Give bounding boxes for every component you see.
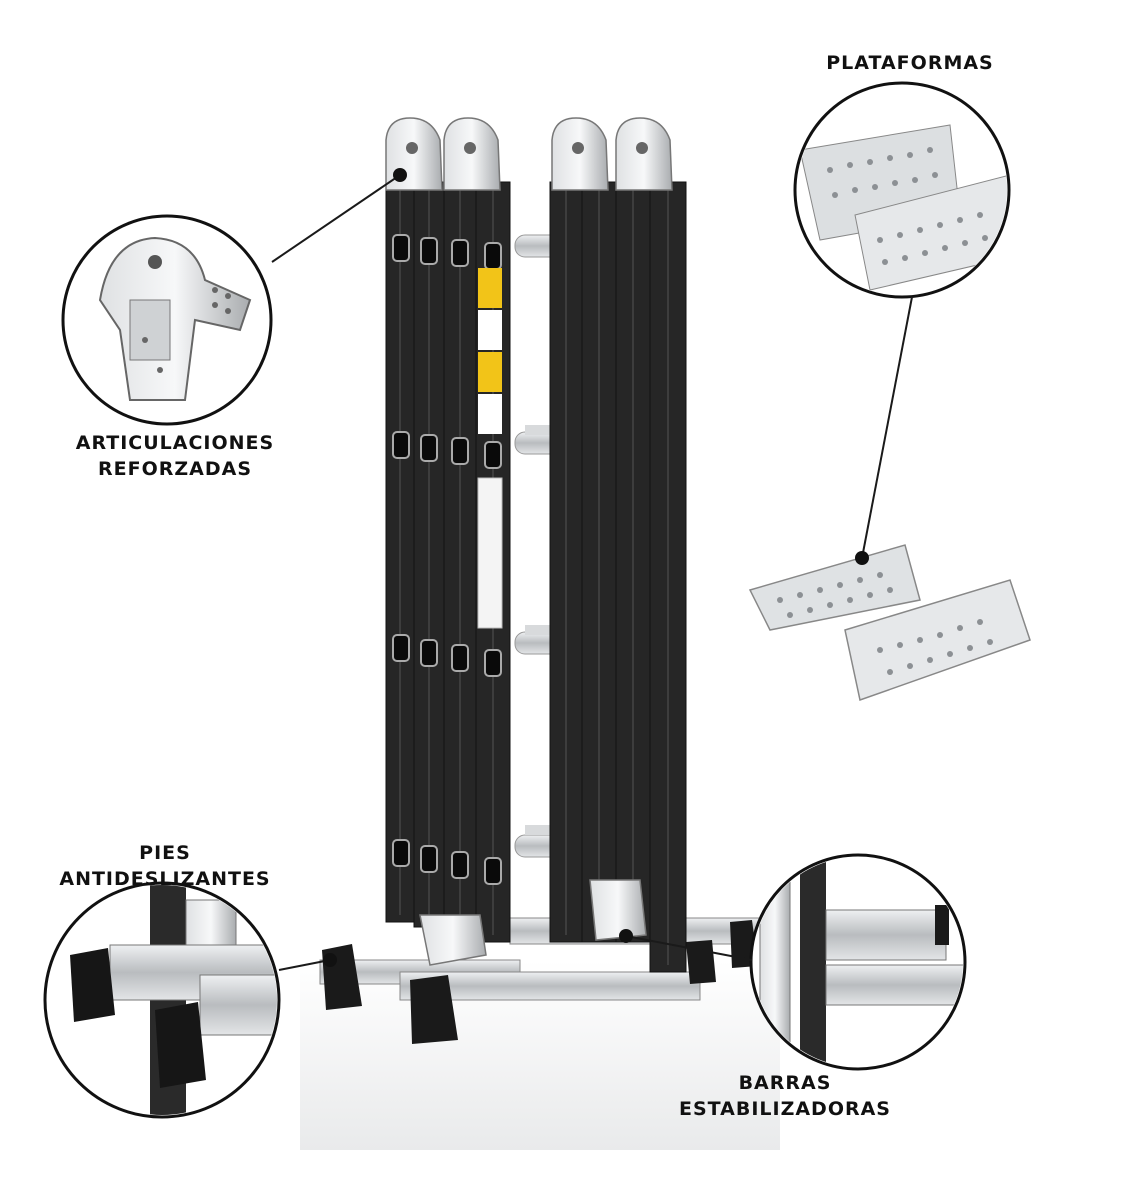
callout-pies: PIES ANTIDESLIZANTES <box>45 840 285 892</box>
caution-sticker <box>478 268 502 308</box>
right-rails <box>549 181 687 973</box>
ladder <box>319 117 761 1044</box>
foot-detail-illustration <box>43 881 281 1119</box>
callout-pies-line-2: ANTIDESLIZANTES <box>59 868 271 890</box>
callout-barras: BARRAS ESTABILIZADORAS <box>655 1070 915 1122</box>
hinge-detail-illustration <box>61 214 273 426</box>
callout-articulaciones-line-1: ARTICULACIONES <box>75 432 275 454</box>
stabilizer-detail-illustration <box>749 853 967 1071</box>
callout-articulaciones: ARTICULACIONES REFORZADAS <box>55 430 295 482</box>
top-hinges <box>385 117 673 191</box>
hinge-marker-dot <box>393 168 407 182</box>
platform-marker-dot <box>855 551 869 565</box>
callout-barras-line-1: BARRAS <box>738 1072 832 1094</box>
bar-marker-dot <box>619 929 633 943</box>
callout-pies-line-1: PIES <box>139 842 191 864</box>
callout-barras-line-2: ESTABILIZADORAS <box>678 1098 891 1120</box>
leader-lines <box>271 174 913 971</box>
platforms <box>748 544 1031 701</box>
foot-marker-dot <box>323 953 337 967</box>
callout-plataformas: PLATAFORMAS <box>800 50 1020 76</box>
callout-articulaciones-line-2: REFORZADAS <box>97 458 252 480</box>
callout-plataformas-line-1: PLATAFORMAS <box>826 52 994 74</box>
platform-detail-illustration <box>793 81 1011 299</box>
instruction-sticker <box>477 477 503 629</box>
